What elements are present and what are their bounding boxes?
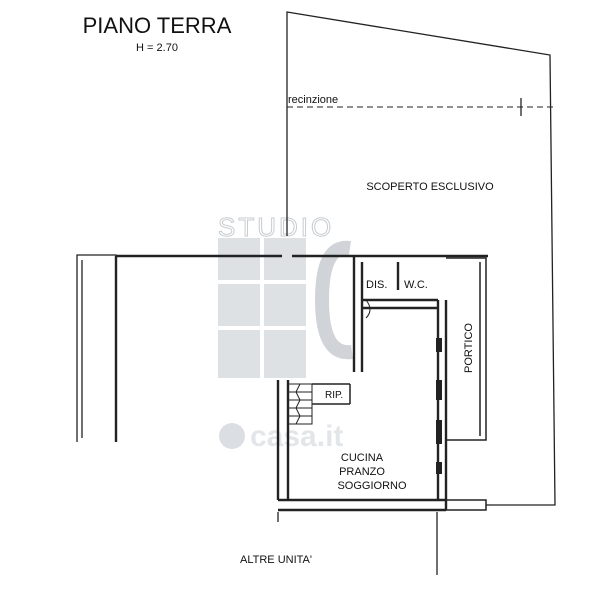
living-room-label: SOGGIORNO: [337, 480, 407, 492]
left-building: [76, 254, 117, 442]
fence-label: recinzione: [288, 94, 338, 106]
storage-label: RIP.: [325, 390, 343, 401]
ceiling-height: H = 2.70: [136, 42, 178, 54]
studio-watermark: STUDIO: [218, 212, 353, 378]
dis-door-swing: [365, 299, 371, 319]
storage-walls: [312, 383, 351, 405]
casa-watermark: casa.it: [219, 420, 343, 453]
yard-label: SCOPERTO ESCLUSIVO: [366, 181, 494, 193]
site-boundary: [286, 11, 556, 506]
kitchen-label: CUCINA: [341, 452, 384, 464]
neighbour-boundary: [277, 504, 490, 575]
casa-logo-icon: [219, 423, 245, 449]
watermark-c-logo: [314, 240, 353, 360]
wc-label: W.C.: [404, 279, 428, 291]
wall-openings: [436, 338, 442, 474]
watermark-casa-text: casa.it: [250, 420, 343, 453]
landing-label: DIS.: [366, 279, 387, 291]
dining-label: PRANZO: [339, 466, 385, 478]
porch-outline: [446, 257, 487, 511]
plan-title: PIANO TERRA: [83, 13, 232, 38]
staircase: [288, 383, 313, 425]
watermark-studio-text: STUDIO: [218, 212, 334, 242]
other-units-label: ALTRE UNITA': [240, 554, 312, 566]
porch-label: PORTICO: [463, 323, 475, 373]
watermark-grid-logo: [218, 238, 306, 378]
